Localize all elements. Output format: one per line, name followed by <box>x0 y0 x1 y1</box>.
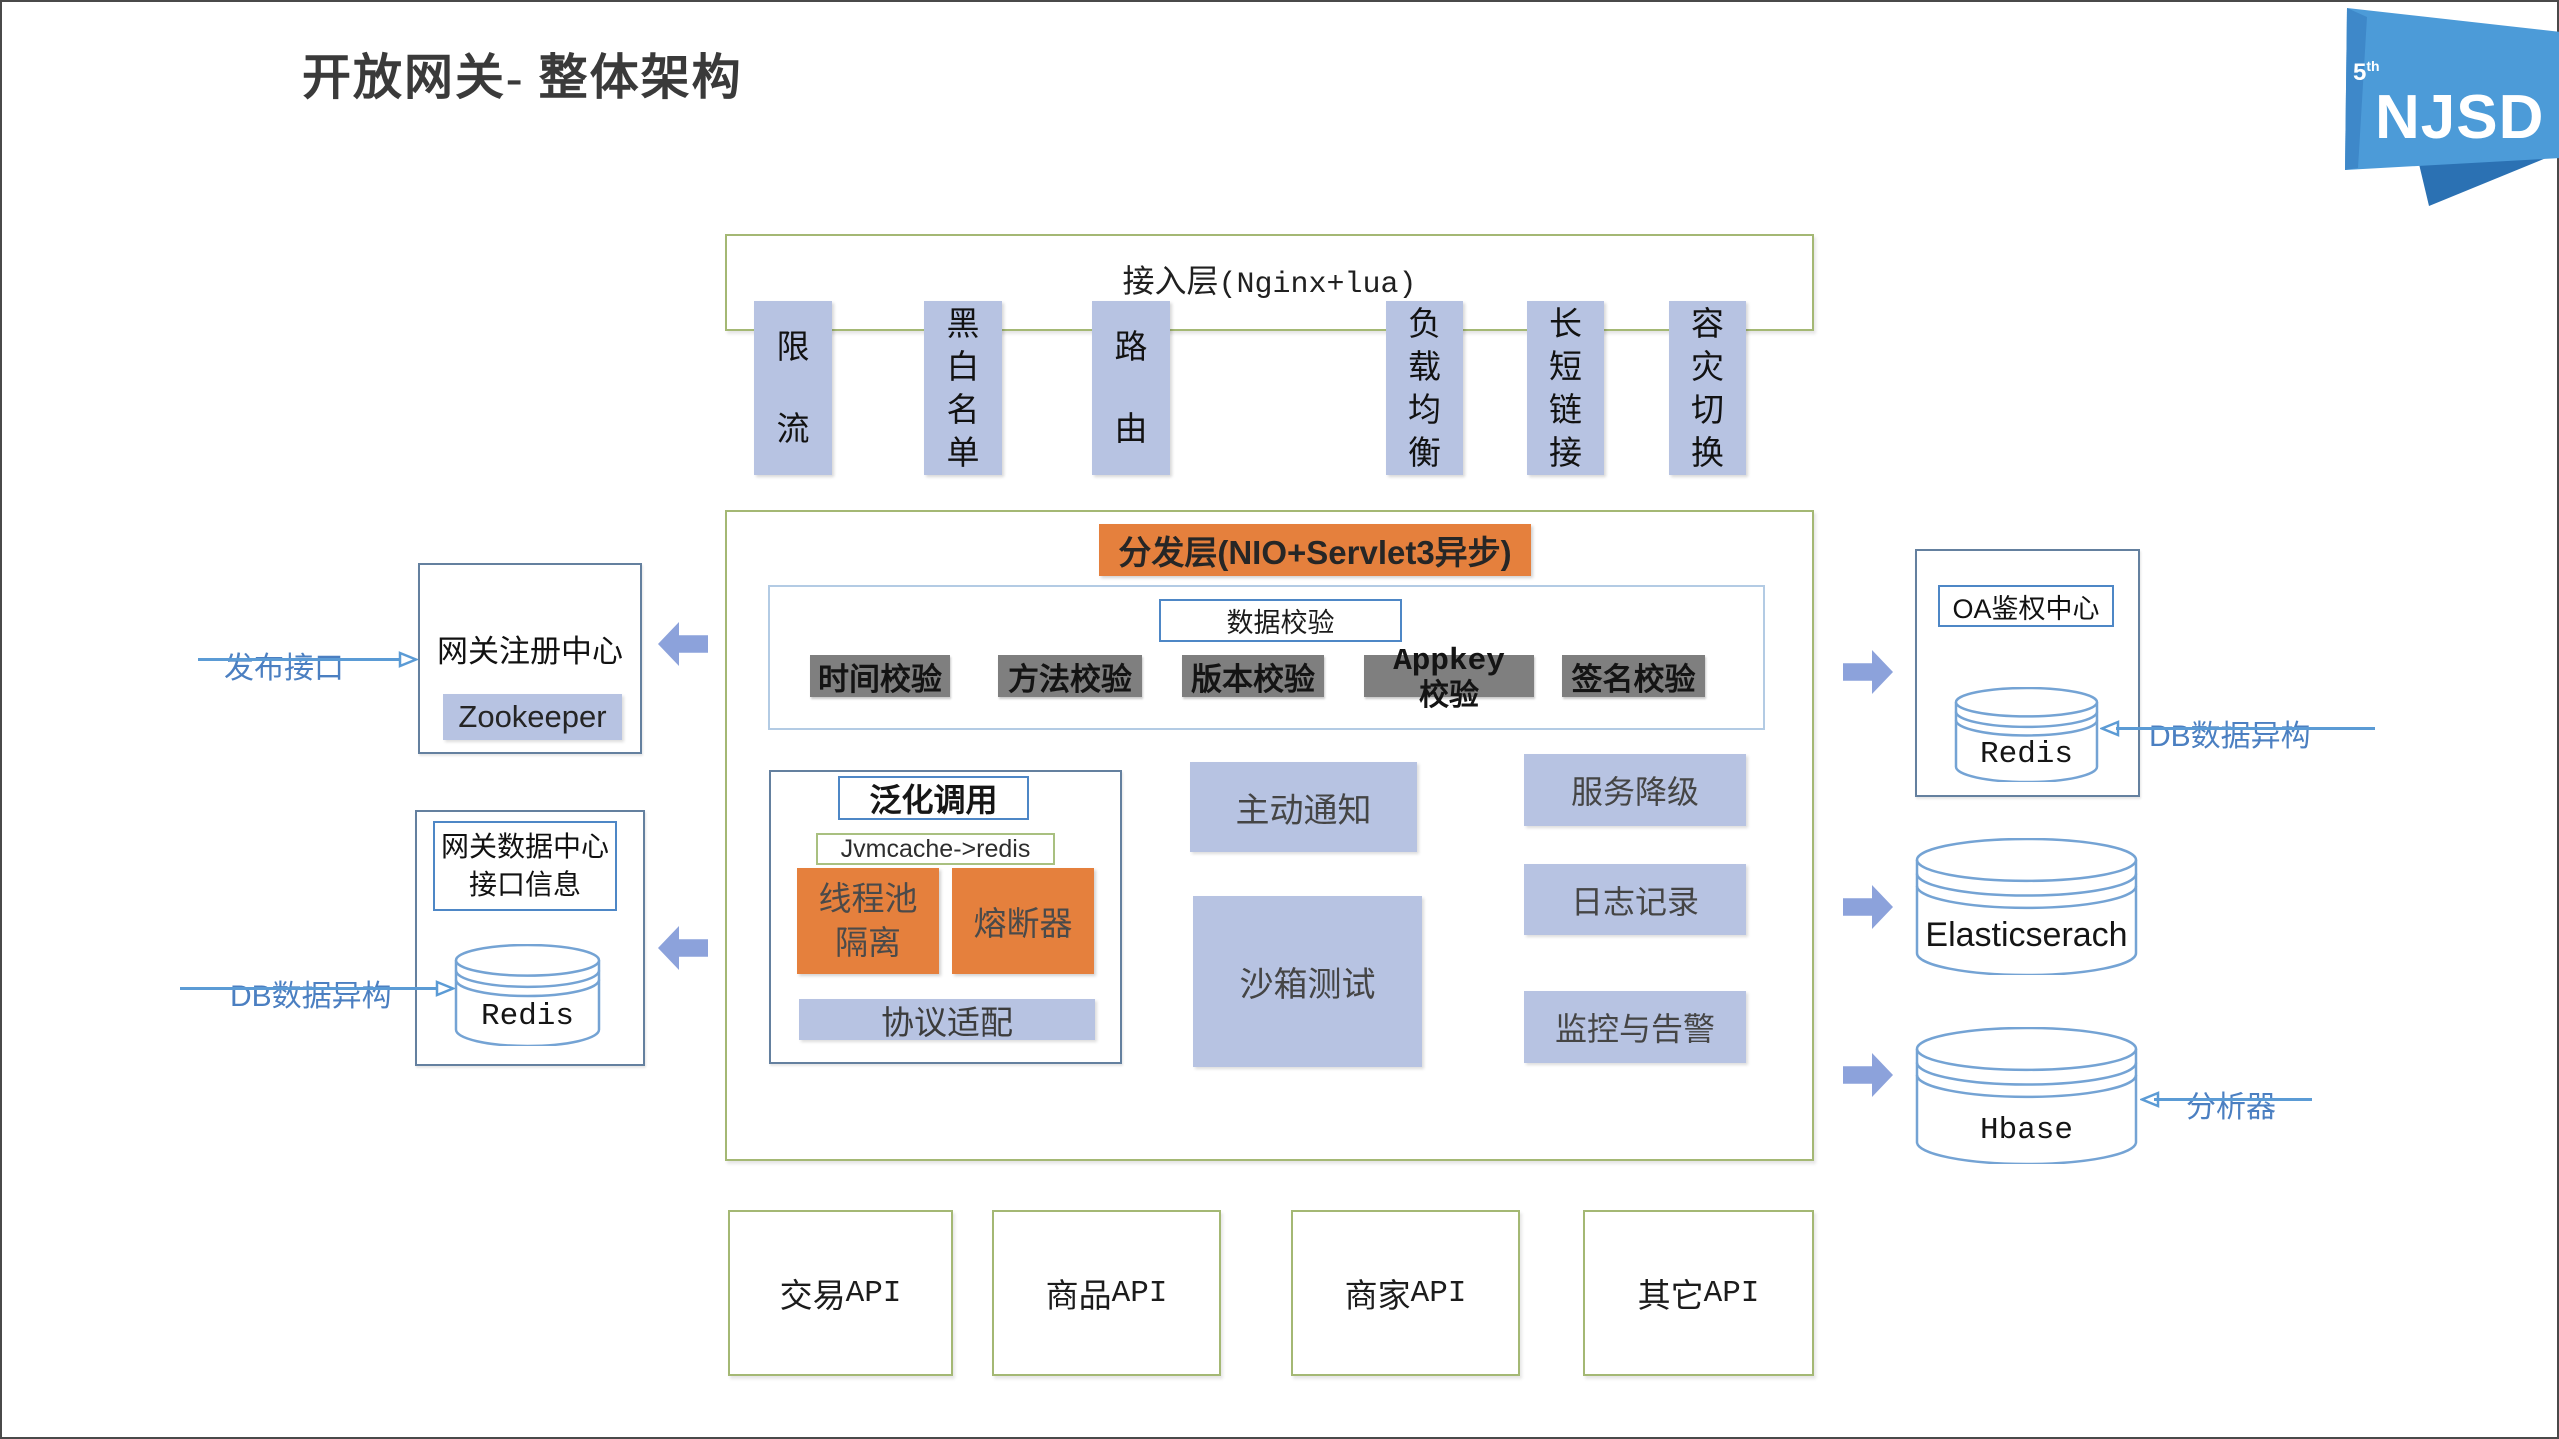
redis-label: Redis <box>480 999 574 1034</box>
block-arrow-right-icon <box>1843 885 1893 929</box>
page-title: 开放网关- 整体架构 <box>302 50 743 105</box>
analyzer-label: 分析器 <box>2186 1091 2276 1124</box>
validation-item-time: 时间校验 <box>810 655 950 697</box>
thread-pool-line2: 隔离 <box>835 924 901 961</box>
oa-auth-center-label: OA鉴权中心 <box>1938 585 2114 627</box>
logo-text: NJSD <box>2375 83 2544 152</box>
access-bar-long-short-link: 长短链接 <box>1527 301 1604 475</box>
appkey-line2: 校验 <box>1419 679 1479 712</box>
monitor-alert-box: 监控与告警 <box>1524 991 1746 1063</box>
block-arrow-left-icon <box>658 622 708 666</box>
sandbox-test-box: 沙箱测试 <box>1193 896 1422 1067</box>
redis-cylinder-icon: Redis <box>454 944 601 1046</box>
gateway-data-center-label: 网关数据中心 接口信息 <box>433 821 617 911</box>
api-label-en: API <box>1410 1275 1467 1311</box>
analyzer-line <box>2154 1098 2312 1101</box>
access-bar-load-balance: 负载均衡 <box>1386 301 1463 475</box>
db-hetero-right-line <box>2116 727 2375 730</box>
db-hetero-left-line <box>180 987 438 990</box>
gateway-registry-title: 网关注册中心 <box>437 634 623 669</box>
hbase-cylinder-icon: Hbase <box>1915 1027 2138 1164</box>
redis-label: Redis <box>1979 737 2073 772</box>
access-layer-box <box>725 234 1814 331</box>
api-label-zh: 商品 <box>1045 1277 1112 1314</box>
elasticsearch-cylinder-icon: Elasticserach <box>1915 838 2138 975</box>
db-hetero-right-label: DB数据异构 <box>2149 720 2311 753</box>
bar-label: 容灾切换 <box>1691 305 1724 471</box>
publish-interface-line <box>198 658 402 661</box>
access-layer-title: 接入层(Nginx+lua) <box>725 256 1814 302</box>
open-arrowhead-right-icon <box>435 980 455 997</box>
protocol-adapter-box: 协议适配 <box>799 999 1095 1041</box>
validation-item-appkey: Appkey 校验 <box>1364 645 1534 712</box>
api-label-en: API <box>845 1275 902 1311</box>
hbase-label: Hbase <box>1979 1113 2073 1148</box>
api-label-en: API <box>1703 1275 1760 1311</box>
bar-label: 长短链接 <box>1549 305 1582 471</box>
bar-label: 黑白名单 <box>946 305 980 471</box>
bar-label: 路由 <box>1114 328 1148 447</box>
thread-pool-isolation-box: 线程池 隔离 <box>797 868 939 974</box>
ribbon-banner-icon: 5th NJSD <box>2345 8 2559 206</box>
data-center-line2: 接口信息 <box>468 869 581 900</box>
validation-item-version: 版本校验 <box>1182 655 1324 697</box>
elasticsearch-label: Elasticserach <box>1925 916 2128 954</box>
appkey-line1: Appkey <box>1393 644 1505 679</box>
circuit-breaker-box: 熔断器 <box>952 868 1094 974</box>
api-label-zh: 其它 <box>1637 1277 1704 1314</box>
service-degrade-box: 服务降级 <box>1524 754 1746 826</box>
dispatch-layer-title: 分发层(NIO+Servlet3异步) <box>1099 524 1531 576</box>
logo-edition: 5th <box>2353 58 2380 86</box>
data-center-line1: 网关数据中心 <box>440 831 609 862</box>
jvmcache-redis-label: Jvmcache->redis <box>816 833 1055 865</box>
access-layer-title-en: (Nginx+lua) <box>1218 268 1417 302</box>
generic-call-title: 泛化调用 <box>838 776 1029 820</box>
db-hetero-left-label: DB数据异构 <box>230 980 392 1013</box>
thread-pool-line1: 线程池 <box>818 880 918 917</box>
njsd-logo: 5th NJSD <box>2323 6 2559 211</box>
publish-interface-label: 发布接口 <box>224 652 344 685</box>
validation-item-method: 方法校验 <box>998 655 1142 697</box>
active-notify-box: 主动通知 <box>1190 762 1417 852</box>
api-label-en: API <box>1111 1275 1168 1311</box>
bar-label: 限流 <box>776 328 810 447</box>
block-arrow-right-icon <box>1843 1053 1893 1097</box>
access-bar-blackwhite-list: 黑白名单 <box>924 301 1002 475</box>
access-bar-rate-limit: 限流 <box>754 301 832 475</box>
zookeeper-box: Zookeeper <box>443 694 622 740</box>
api-label-zh: 商家 <box>1344 1277 1411 1314</box>
validation-header: 数据校验 <box>1159 599 1402 642</box>
access-bar-routing: 路由 <box>1092 301 1170 475</box>
log-record-box: 日志记录 <box>1524 864 1746 935</box>
redis-cylinder-icon: Redis <box>1954 687 2099 782</box>
access-layer-title-zh: 接入层 <box>1122 263 1219 299</box>
block-arrow-left-icon <box>658 926 708 970</box>
api-label-zh: 交易 <box>779 1277 846 1314</box>
open-arrowhead-right-icon <box>398 651 418 668</box>
bar-label: 负载均衡 <box>1408 305 1441 471</box>
validation-item-signature: 签名校验 <box>1562 655 1705 697</box>
block-arrow-right-icon <box>1843 650 1893 694</box>
access-bar-disaster-switch: 容灾切换 <box>1669 301 1746 475</box>
